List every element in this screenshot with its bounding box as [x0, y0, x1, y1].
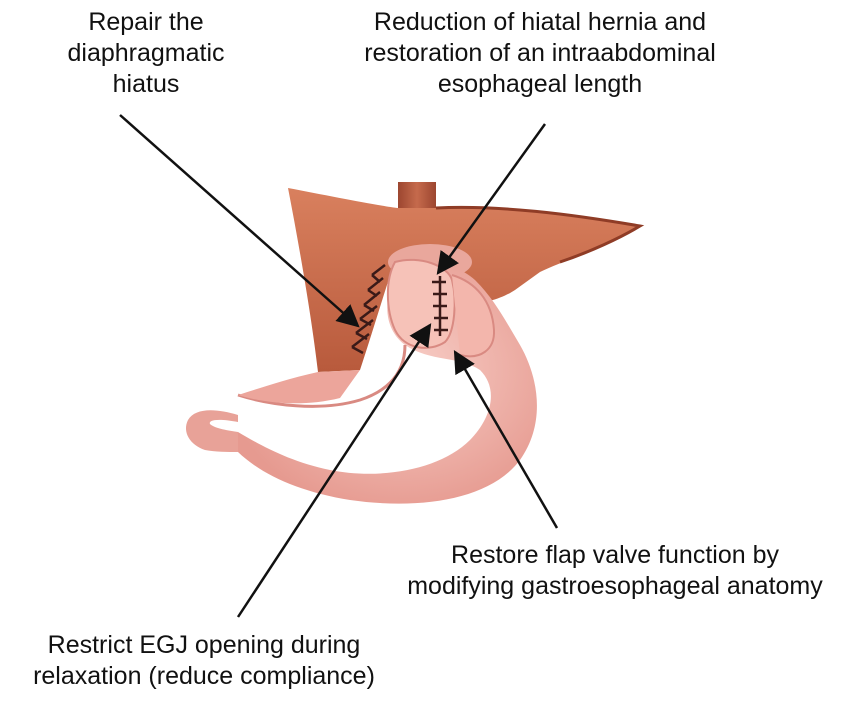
stomach-upper: [238, 370, 360, 403]
label-flap-line-2: modifying gastroesophageal anatomy: [380, 571, 850, 602]
label-reduction-line-3: esophageal length: [320, 69, 760, 100]
label-restrict-line-2: relaxation (reduce compliance): [6, 661, 402, 692]
label-restrict-egj: Restrict EGJ opening during relaxation (…: [6, 630, 402, 692]
label-flap-line-1: Restore flap valve function by: [380, 540, 850, 571]
label-repair-line-2: diaphragmatic: [58, 38, 234, 69]
duodenum: [186, 410, 238, 452]
label-reduction-hernia: Reduction of hiatal hernia and restorati…: [320, 7, 760, 100]
label-restrict-line-1: Restrict EGJ opening during: [6, 630, 402, 661]
label-flap-valve: Restore flap valve function by modifying…: [380, 540, 850, 602]
fundoplication-wrap: [388, 260, 455, 348]
label-repair-line-1: Repair the: [58, 7, 234, 38]
label-reduction-line-2: restoration of an intraabdominal: [320, 38, 760, 69]
label-repair-hiatus: Repair the diaphragmatic hiatus: [58, 7, 234, 100]
label-repair-line-3: hiatus: [58, 69, 234, 100]
label-reduction-line-1: Reduction of hiatal hernia and: [320, 7, 760, 38]
